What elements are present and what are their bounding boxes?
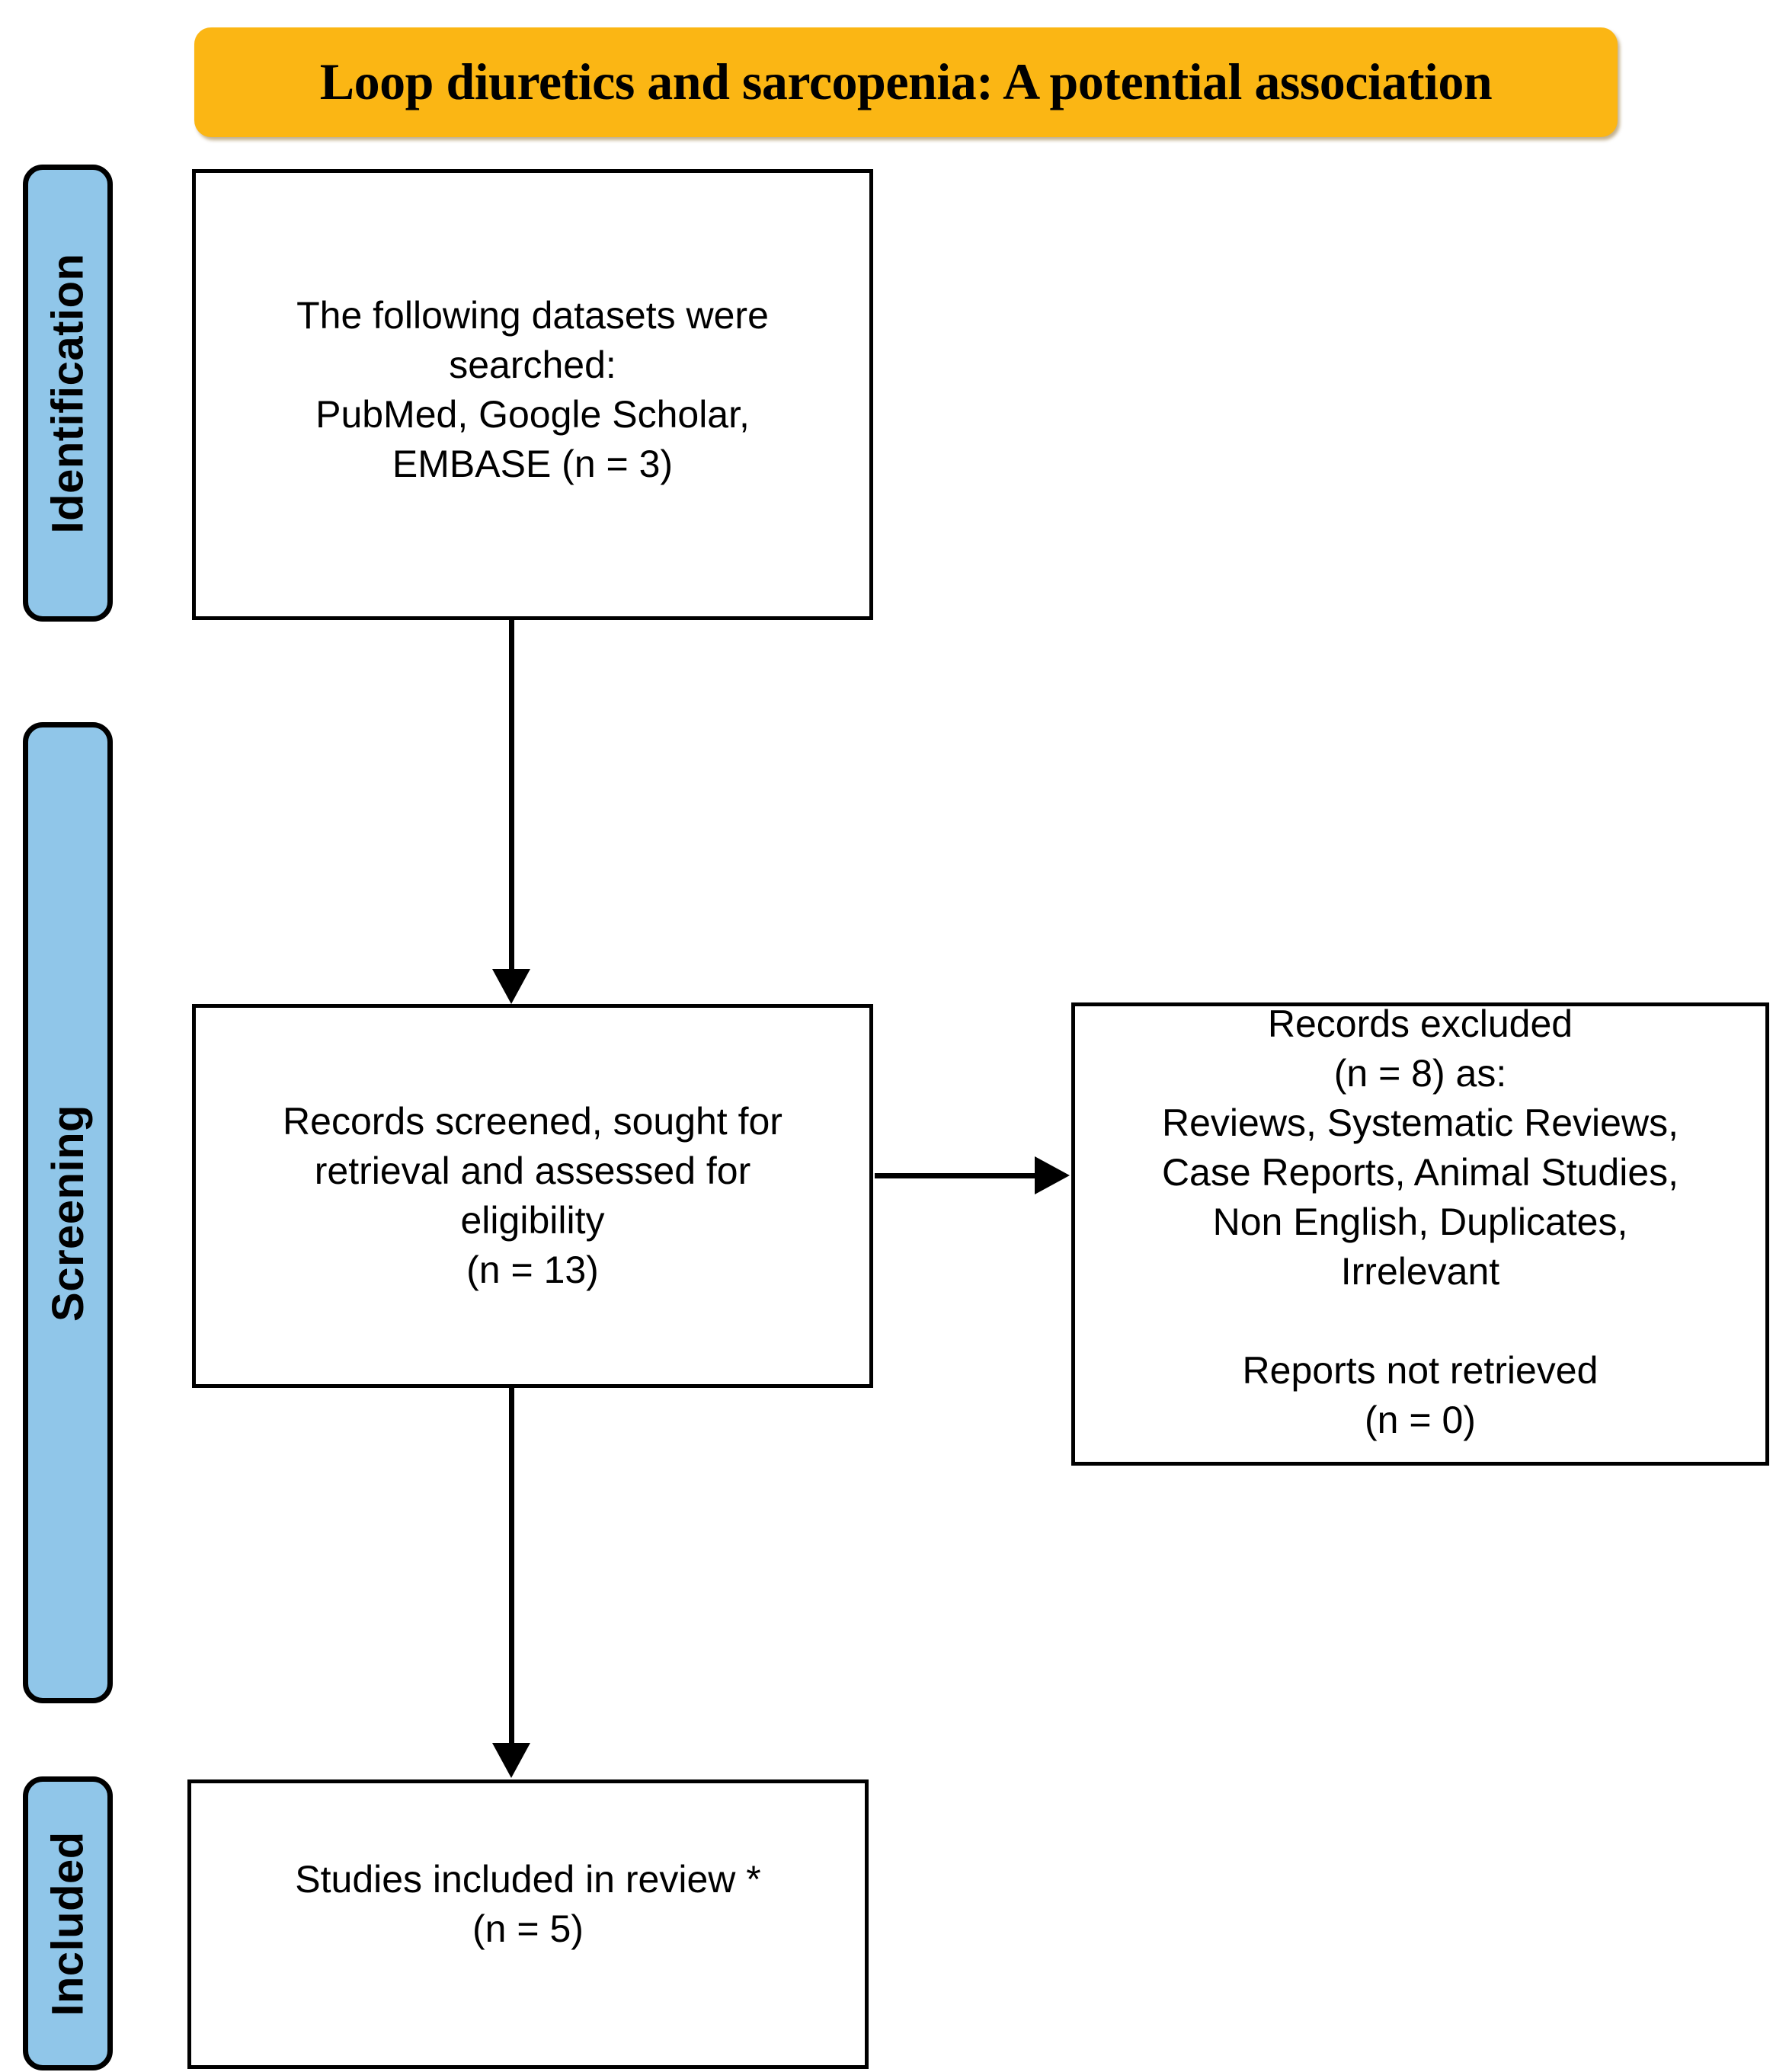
arrow-screening-to-excluded [875, 1156, 1071, 1194]
arrow-head-down-icon [492, 1743, 530, 1778]
box-records-identified-text: The following datasets were searched: Pu… [296, 294, 769, 485]
arrow-head-down-icon [492, 969, 530, 1004]
box-records-identified: The following datasets were searched: Pu… [192, 169, 873, 620]
stage-label-screening-text: Screening [43, 1104, 93, 1322]
arrow-shaft [875, 1173, 1038, 1178]
arrow-identification-to-screening [492, 620, 530, 1004]
stage-label-included: Included [23, 1776, 113, 2070]
stage-label-identification-text: Identification [43, 253, 93, 533]
box-records-excluded: Records excluded (n = 8) as: Reviews, Sy… [1071, 1002, 1769, 1466]
box-studies-included: Studies included in review * (n = 5) [187, 1779, 869, 2069]
arrow-screening-to-included [492, 1388, 530, 1779]
page-title: Loop diuretics and sarcopenia: A potenti… [319, 53, 1493, 111]
box-records-screened-text: Records screened, sought for retrieval a… [283, 1100, 782, 1291]
box-studies-included-text: Studies included in review * (n = 5) [295, 1858, 761, 1950]
box-records-screened: Records screened, sought for retrieval a… [192, 1004, 873, 1388]
diagram-title-banner: Loop diuretics and sarcopenia: A potenti… [194, 27, 1618, 137]
stage-label-included-text: Included [43, 1831, 93, 2016]
stage-label-identification: Identification [23, 165, 113, 622]
box-records-excluded-text: Records excluded (n = 8) as: Reviews, Sy… [1161, 1002, 1679, 1441]
stage-label-screening: Screening [23, 722, 113, 1703]
arrow-head-right-icon [1035, 1156, 1070, 1194]
arrow-shaft [509, 620, 514, 972]
arrow-shaft [509, 1388, 514, 1746]
